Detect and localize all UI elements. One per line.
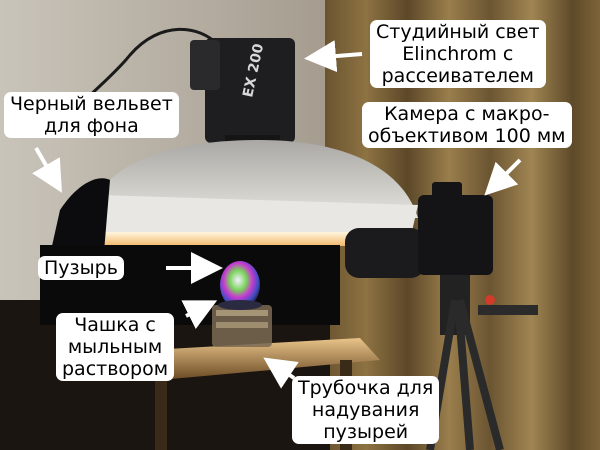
flash-head: EX 200 bbox=[190, 38, 295, 155]
camera bbox=[345, 182, 538, 450]
label-camera: Камера с макро- объективом 100 мм bbox=[362, 102, 572, 148]
label-bubble: Пузырь bbox=[38, 256, 124, 280]
label-tube: Трубочка для надувания пузырей bbox=[292, 376, 440, 444]
label-cup: Чашка с мыльным раствором bbox=[56, 313, 175, 381]
label-studio-light: Студийный свет Elinchrom с рассеивателем bbox=[370, 20, 546, 88]
softbox-diffuser bbox=[95, 140, 418, 246]
soap-cup bbox=[212, 305, 272, 347]
soap-bubble bbox=[218, 261, 262, 310]
label-velvet: Черный вельвет для фона bbox=[4, 92, 179, 138]
